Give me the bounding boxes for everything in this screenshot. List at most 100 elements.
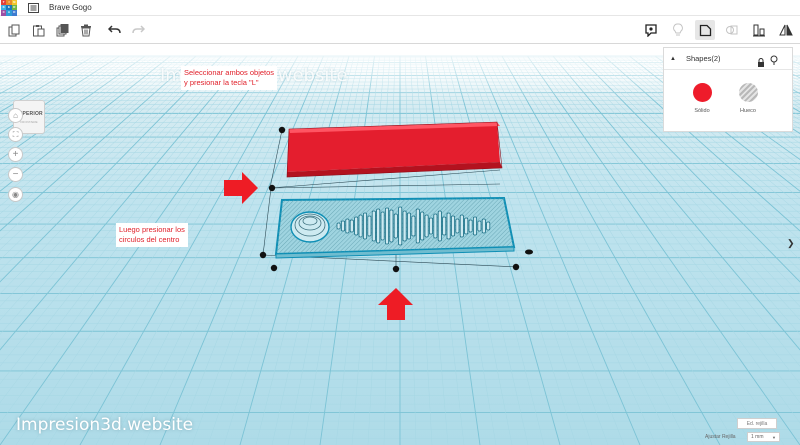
- waveform-bar[interactable]: [406, 212, 411, 240]
- edit-grid-button[interactable]: Ed. rejilla: [737, 418, 777, 429]
- logo-letter: I: [6, 0, 12, 5]
- waveform-bar[interactable]: [384, 207, 389, 245]
- waveform-bar[interactable]: [486, 221, 491, 231]
- mirror-icon[interactable]: [776, 20, 796, 40]
- waveform-bar[interactable]: [420, 211, 425, 241]
- waveform-bar[interactable]: [402, 210, 407, 242]
- solid-option[interactable]: Sólido: [682, 83, 722, 114]
- waveform-bar[interactable]: [393, 213, 398, 239]
- copy-icon[interactable]: [4, 20, 24, 40]
- snap-grid-label: Ajustar Rejilla: [705, 434, 736, 440]
- waveform-bar[interactable]: [380, 211, 385, 241]
- hole-label: Hueco: [740, 108, 756, 114]
- align-icon[interactable]: [749, 20, 769, 40]
- waveform-holes[interactable]: [336, 206, 491, 246]
- waveform-bar[interactable]: [477, 220, 482, 232]
- shapes-inspector: ▲ Shapes(2) Sólido Hueco: [663, 47, 793, 132]
- waveform-bar[interactable]: [345, 218, 350, 234]
- waveform-bar[interactable]: [349, 219, 354, 233]
- shapes-inspector-header: ▲ Shapes(2): [664, 48, 792, 70]
- instruction-step-1: Seleccionar ambos objetos y presionar la…: [181, 66, 278, 90]
- instruction-step-2: Luego presionar los circulos del centro: [116, 223, 188, 247]
- solid-color-swatch[interactable]: [692, 83, 712, 102]
- waveform-bar[interactable]: [376, 208, 381, 244]
- handle-bottom-center: [392, 265, 400, 273]
- red-box-shape[interactable]: [286, 121, 503, 178]
- design-menu-icon[interactable]: [27, 2, 39, 13]
- perspective-icon[interactable]: ◉: [8, 187, 23, 202]
- waveform-bar[interactable]: [358, 214, 363, 238]
- handle-top-left: [278, 126, 286, 134]
- logo-letter: E: [6, 4, 12, 11]
- waveform-bar[interactable]: [437, 210, 442, 242]
- waveform-bar[interactable]: [472, 216, 477, 236]
- view-cube-sub: FRONT/ERE: [20, 119, 38, 124]
- zoom-in-icon[interactable]: +: [8, 147, 23, 162]
- handle-mid-left: [268, 184, 276, 192]
- hole-swatch[interactable]: [738, 83, 758, 102]
- view-cube-face: SUPERIOR: [15, 110, 43, 117]
- panel-toggle-chevron-icon[interactable]: ❯: [787, 238, 795, 248]
- selection-handles[interactable]: [259, 126, 533, 273]
- logo-letter: D: [11, 10, 17, 16]
- logo-letter: T: [1, 0, 7, 5]
- circle-hole-shape[interactable]: [290, 211, 330, 243]
- waveform-bar[interactable]: [464, 217, 469, 235]
- scene: [224, 121, 533, 320]
- waveform-bar[interactable]: [362, 212, 367, 240]
- waveform-bar[interactable]: [398, 206, 403, 246]
- shapes-count-title: Shapes(2): [685, 54, 721, 63]
- arrow-up-icon: [378, 288, 413, 320]
- waveform-bar[interactable]: [336, 222, 341, 230]
- arrow-right-icon: [224, 172, 258, 204]
- waveform-bar[interactable]: [455, 218, 460, 234]
- logo-letter: R: [11, 4, 17, 11]
- waveform-bar[interactable]: [468, 219, 473, 233]
- paste-icon[interactable]: [28, 20, 48, 40]
- chevron-down-icon: ▼: [772, 434, 776, 440]
- hole-option[interactable]: Hueco: [728, 83, 768, 114]
- waveform-bar[interactable]: [354, 216, 359, 236]
- waveform-bar[interactable]: [371, 210, 376, 242]
- note-icon[interactable]: [695, 20, 715, 40]
- waveform-bar[interactable]: [446, 212, 451, 240]
- undo-icon[interactable]: [104, 20, 124, 40]
- handle-bottom-left-2: [270, 264, 278, 272]
- redo-icon[interactable]: [128, 20, 148, 40]
- handle-bottom-right: [512, 263, 520, 271]
- waveform-bar[interactable]: [411, 215, 416, 237]
- waveform-bar[interactable]: [442, 216, 447, 236]
- visibility-bulb-icon[interactable]: [770, 53, 778, 71]
- waveform-bar[interactable]: [450, 215, 455, 237]
- waveform-bar[interactable]: [459, 214, 464, 238]
- logo-letter: A: [6, 10, 12, 16]
- edit-toolbar: [0, 17, 800, 44]
- waveform-bar[interactable]: [424, 214, 429, 238]
- waveform-bar[interactable]: [415, 208, 420, 244]
- comment-icon[interactable]: [641, 20, 661, 40]
- home-icon[interactable]: ⌂: [8, 108, 23, 123]
- lock-icon[interactable]: [757, 54, 765, 72]
- snap-grid-select[interactable]: 1 mm ▼: [747, 432, 780, 442]
- handle-bottom-left: [259, 251, 267, 259]
- group-icon[interactable]: [722, 20, 742, 40]
- handle-right-height: [525, 249, 533, 255]
- document-title[interactable]: Brave Gogo: [49, 3, 92, 12]
- watermark-bottom: Impresion3d.website: [16, 415, 194, 435]
- waveform-bar[interactable]: [340, 220, 345, 232]
- logo-letter: N: [11, 0, 17, 5]
- zoom-out-icon[interactable]: −: [8, 167, 23, 182]
- logo-letter: K: [1, 4, 7, 11]
- waveform-bar[interactable]: [389, 209, 394, 243]
- light-icon[interactable]: [668, 20, 688, 40]
- waveform-bar[interactable]: [433, 213, 438, 239]
- waveform-bar[interactable]: [428, 217, 433, 235]
- fit-icon[interactable]: ⛶: [8, 127, 23, 142]
- duplicate-icon[interactable]: [52, 20, 72, 40]
- collapse-caret-icon[interactable]: ▲: [670, 55, 676, 62]
- waveform-bar[interactable]: [367, 215, 372, 237]
- solid-label: Sólido: [694, 108, 710, 114]
- delete-icon[interactable]: [76, 20, 96, 40]
- waveform-bar[interactable]: [481, 218, 486, 234]
